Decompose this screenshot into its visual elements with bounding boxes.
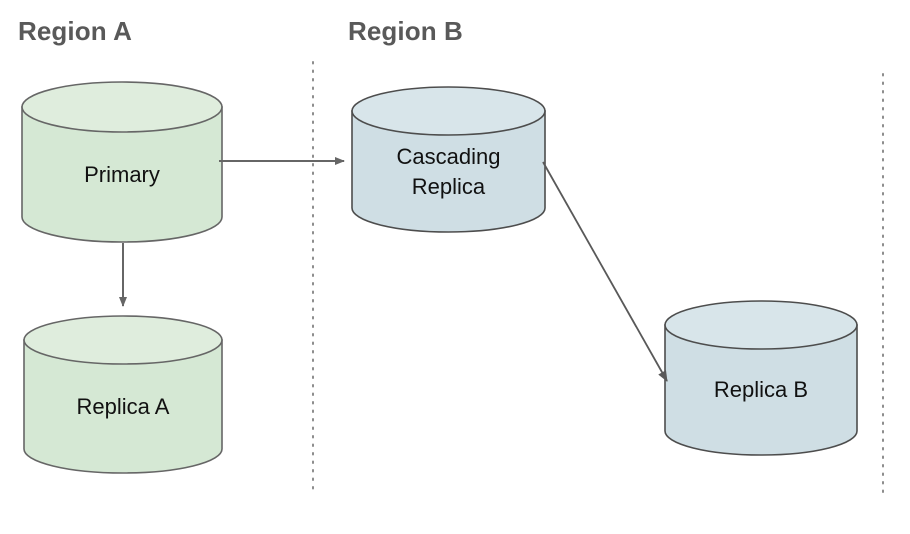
region-label-b: Region B — [348, 16, 463, 46]
cascading-replica-body — [351, 110, 546, 233]
replica-b-top — [664, 300, 858, 350]
replica-a-top — [23, 315, 223, 365]
edge-cascading-to-replica-b[interactable] — [542, 161, 668, 382]
node-cascading-replica[interactable] — [351, 86, 546, 233]
primary-body — [21, 106, 223, 243]
replica-a-body — [23, 339, 223, 474]
node-replica-b[interactable] — [664, 300, 858, 456]
region-label-a: Region A — [18, 16, 132, 46]
replica-b-body — [664, 324, 858, 456]
node-primary[interactable] — [21, 81, 223, 243]
primary-top — [21, 81, 223, 133]
node-replica-a[interactable] — [23, 315, 223, 474]
cascading-replica-top — [351, 86, 546, 136]
